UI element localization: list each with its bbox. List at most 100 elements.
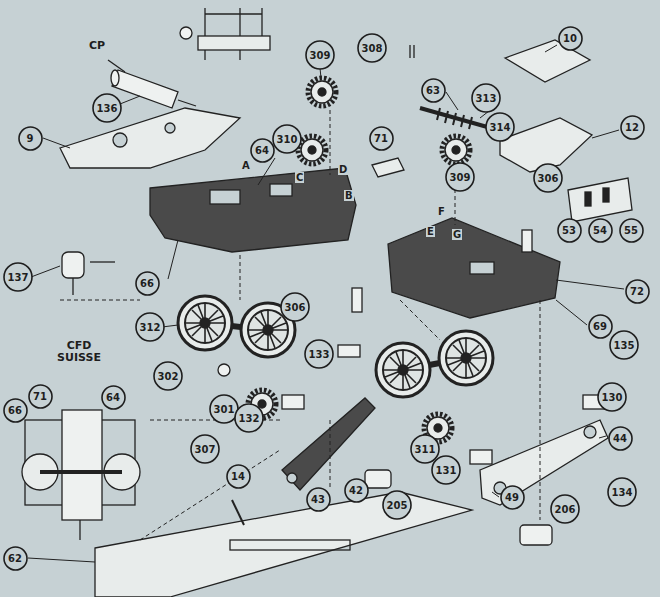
callout-number: 44	[608, 426, 633, 444]
callout-ring	[4, 263, 32, 291]
drawing-part	[556, 300, 587, 325]
callout-number: 42	[344, 478, 369, 496]
callout-number: 43	[306, 487, 331, 505]
callout-number: 136	[92, 93, 122, 114]
drawing-part	[60, 300, 140, 301]
callout-number: 302	[153, 361, 183, 382]
part-note: CP	[88, 40, 106, 52]
callout-number: 71	[28, 384, 53, 402]
callout-number: 62	[3, 546, 28, 564]
callout-circle: 42	[344, 478, 369, 503]
drawing-part	[603, 188, 609, 202]
drawing-part	[540, 300, 541, 520]
drawing-part	[79, 520, 80, 540]
callout-circle: 53	[557, 218, 582, 243]
drawing-part	[446, 92, 458, 110]
callout-circle: 55	[619, 218, 644, 243]
drawing-part	[28, 558, 95, 562]
callout-ring	[534, 164, 562, 192]
callout-ring	[305, 340, 333, 368]
drawing-part	[308, 78, 336, 106]
assembly-letter: C	[295, 172, 304, 183]
drawing-part	[239, 8, 240, 60]
drawing-part	[28, 45, 624, 562]
callout-circle: 49	[500, 485, 525, 510]
callout-number: 137	[3, 262, 33, 283]
drawing-part	[108, 60, 125, 72]
drawing-part	[270, 184, 292, 196]
drawing-part	[205, 13, 262, 14]
callout-circle: 131	[431, 455, 461, 485]
callout-ring	[589, 219, 612, 242]
drawing-part	[230, 540, 350, 550]
callout-ring	[154, 362, 182, 390]
callout-number: 54	[588, 218, 613, 236]
callout-number: 66	[3, 398, 28, 416]
drawing-part	[120, 96, 140, 104]
assembly-letter: B	[344, 190, 354, 201]
callout-number: 133	[304, 339, 334, 360]
drawing-part	[60, 110, 540, 540]
drawing-part	[522, 230, 532, 252]
drawing-part	[584, 426, 596, 438]
drawing-part	[330, 420, 331, 490]
drawing-part	[287, 473, 297, 483]
callout-number: 55	[619, 218, 644, 236]
callout-number: 205	[382, 490, 412, 511]
callout-number: 309	[305, 40, 335, 61]
callout-ring	[19, 127, 42, 150]
callout-ring	[210, 395, 238, 423]
drawing-part	[111, 70, 119, 86]
callout-number: 135	[609, 330, 639, 351]
drawing-part	[22, 8, 632, 597]
callout-circle: 309	[305, 40, 335, 70]
callout-circle: 205	[382, 490, 412, 520]
drawing-part	[43, 138, 70, 148]
drawing-part	[168, 240, 178, 279]
callout-ring	[191, 435, 219, 463]
callout-ring	[345, 479, 368, 502]
callout-ring	[589, 315, 612, 338]
drawing-part	[282, 398, 375, 490]
callout-circle: 309	[445, 162, 475, 192]
callout-circle: 135	[609, 330, 639, 360]
callout-circle: 66	[135, 271, 160, 296]
callout-ring	[251, 139, 274, 162]
callout-number: 130	[597, 382, 627, 403]
callout-ring	[432, 456, 460, 484]
drawing-part	[112, 70, 178, 108]
callout-number: 10	[558, 26, 583, 44]
drawing-part	[413, 45, 414, 58]
assembly-letter: D	[338, 164, 348, 175]
drawing-part	[62, 410, 102, 520]
callout-circle: 66	[3, 398, 28, 423]
callout-circle: 71	[28, 384, 53, 409]
callout-ring	[501, 486, 524, 509]
callout-circle: 132	[234, 403, 264, 433]
callout-number: 206	[550, 494, 580, 515]
callout-circle: 63	[421, 78, 446, 103]
drawing-part	[545, 45, 557, 52]
drawing-part	[198, 36, 270, 50]
part-note: CFD SUISSE	[52, 340, 106, 364]
drawing-part	[439, 331, 493, 385]
callout-ring	[102, 386, 125, 409]
callout-number: 14	[226, 464, 251, 482]
drawing-part	[113, 133, 127, 147]
drawing-part	[376, 343, 430, 397]
drawing-part	[140, 450, 280, 540]
callout-ring	[281, 293, 309, 321]
callout-circle: 14	[226, 464, 251, 489]
drawing-part	[240, 255, 241, 300]
callout-circle: 307	[190, 434, 220, 464]
callout-ring	[4, 547, 27, 570]
callout-number: 308	[357, 33, 387, 54]
callout-circle: 62	[3, 546, 28, 571]
callout-ring	[411, 435, 439, 463]
callout-number: 69	[588, 314, 613, 332]
drawing-part	[492, 492, 499, 497]
callout-ring	[29, 385, 52, 408]
drawing-part	[210, 190, 240, 204]
callout-ring	[358, 34, 386, 62]
